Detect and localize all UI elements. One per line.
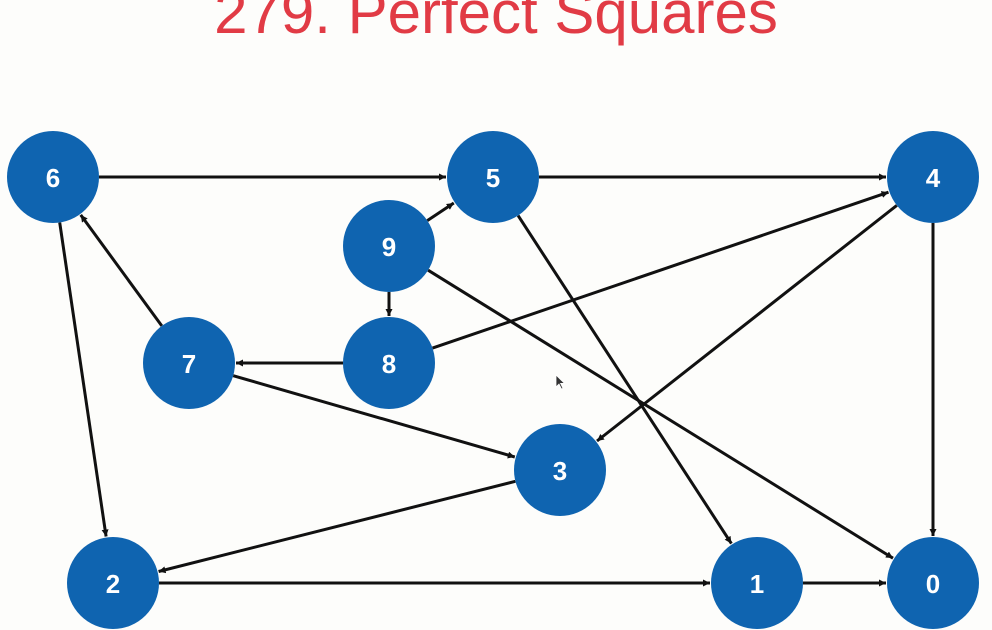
node-6: 6 bbox=[7, 131, 99, 223]
node-1: 1 bbox=[711, 537, 803, 629]
node-circle bbox=[887, 537, 979, 629]
node-circle bbox=[7, 131, 99, 223]
nodes-layer: 0 1 2 3 4 5 6 7 8 9 bbox=[7, 131, 979, 629]
edge-5-to-1 bbox=[516, 214, 733, 545]
node-circle bbox=[343, 200, 435, 292]
mouse-cursor-icon bbox=[555, 374, 566, 390]
edge-9-to-5 bbox=[426, 201, 455, 222]
node-circle bbox=[67, 537, 159, 629]
node-2: 2 bbox=[67, 537, 159, 629]
node-label: 8 bbox=[382, 349, 396, 379]
edges-layer bbox=[58, 173, 937, 587]
edge-6-to-2 bbox=[58, 222, 109, 537]
node-0: 0 bbox=[887, 537, 979, 629]
node-label: 5 bbox=[486, 163, 500, 193]
edge-9-to-0 bbox=[427, 268, 894, 560]
edge-3-to-2 bbox=[158, 479, 516, 574]
node-8: 8 bbox=[343, 317, 435, 409]
node-5: 5 bbox=[447, 131, 539, 223]
node-label: 6 bbox=[46, 163, 60, 193]
edge-7-to-6 bbox=[79, 214, 164, 327]
node-label: 3 bbox=[553, 456, 567, 486]
node-9: 9 bbox=[343, 200, 435, 292]
node-label: 9 bbox=[382, 232, 396, 262]
page-title: 279. Perfect Squares bbox=[214, 0, 778, 46]
node-circle bbox=[143, 317, 235, 409]
node-4: 4 bbox=[887, 131, 979, 223]
edge-7-to-3 bbox=[232, 374, 516, 459]
node-label: 4 bbox=[926, 163, 941, 193]
node-circle bbox=[711, 537, 803, 629]
node-label: 2 bbox=[106, 569, 120, 599]
node-circle bbox=[887, 131, 979, 223]
node-circle bbox=[514, 424, 606, 516]
node-3: 3 bbox=[514, 424, 606, 516]
node-7: 7 bbox=[143, 317, 235, 409]
node-circle bbox=[447, 131, 539, 223]
node-circle bbox=[343, 317, 435, 409]
node-label: 0 bbox=[926, 569, 940, 599]
edge-4-to-3 bbox=[596, 204, 898, 443]
edge-8-to-4 bbox=[432, 190, 889, 350]
node-label: 1 bbox=[750, 569, 764, 599]
node-label: 7 bbox=[182, 349, 196, 379]
